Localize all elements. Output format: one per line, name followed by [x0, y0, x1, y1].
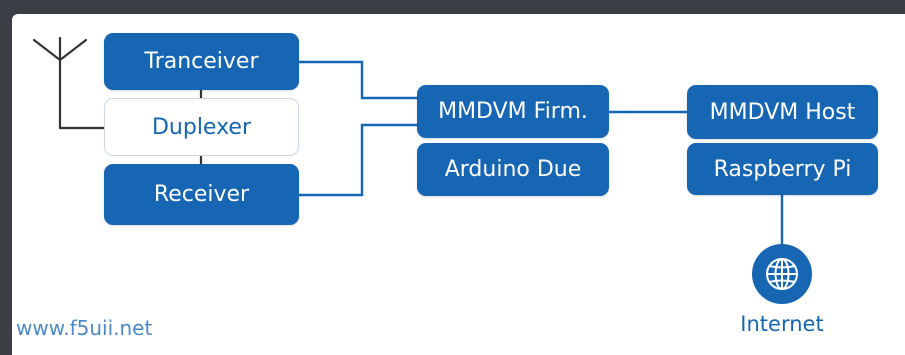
globe-icon [752, 244, 812, 304]
arduino-due-block: Arduino Due [417, 143, 609, 196]
antenna-icon [32, 36, 106, 130]
wire-tranceiver-firmware [299, 60, 417, 100]
mmdvm-host-block: MMDVM Host [687, 85, 878, 139]
tranceiver-block: Tranceiver [104, 33, 299, 90]
raspberry-pi-block: Raspberry Pi [687, 143, 878, 195]
signal-wires [299, 60, 784, 244]
mmdvm-firmware-block: MMDVM Firm. [417, 85, 609, 138]
duplexer-block: Duplexer [104, 98, 299, 156]
internet-label: Internet [740, 312, 824, 336]
credit-text: www.f5uii.net [16, 316, 153, 340]
receiver-block: Receiver [104, 164, 299, 225]
wire-receiver-firmware [299, 123, 417, 197]
